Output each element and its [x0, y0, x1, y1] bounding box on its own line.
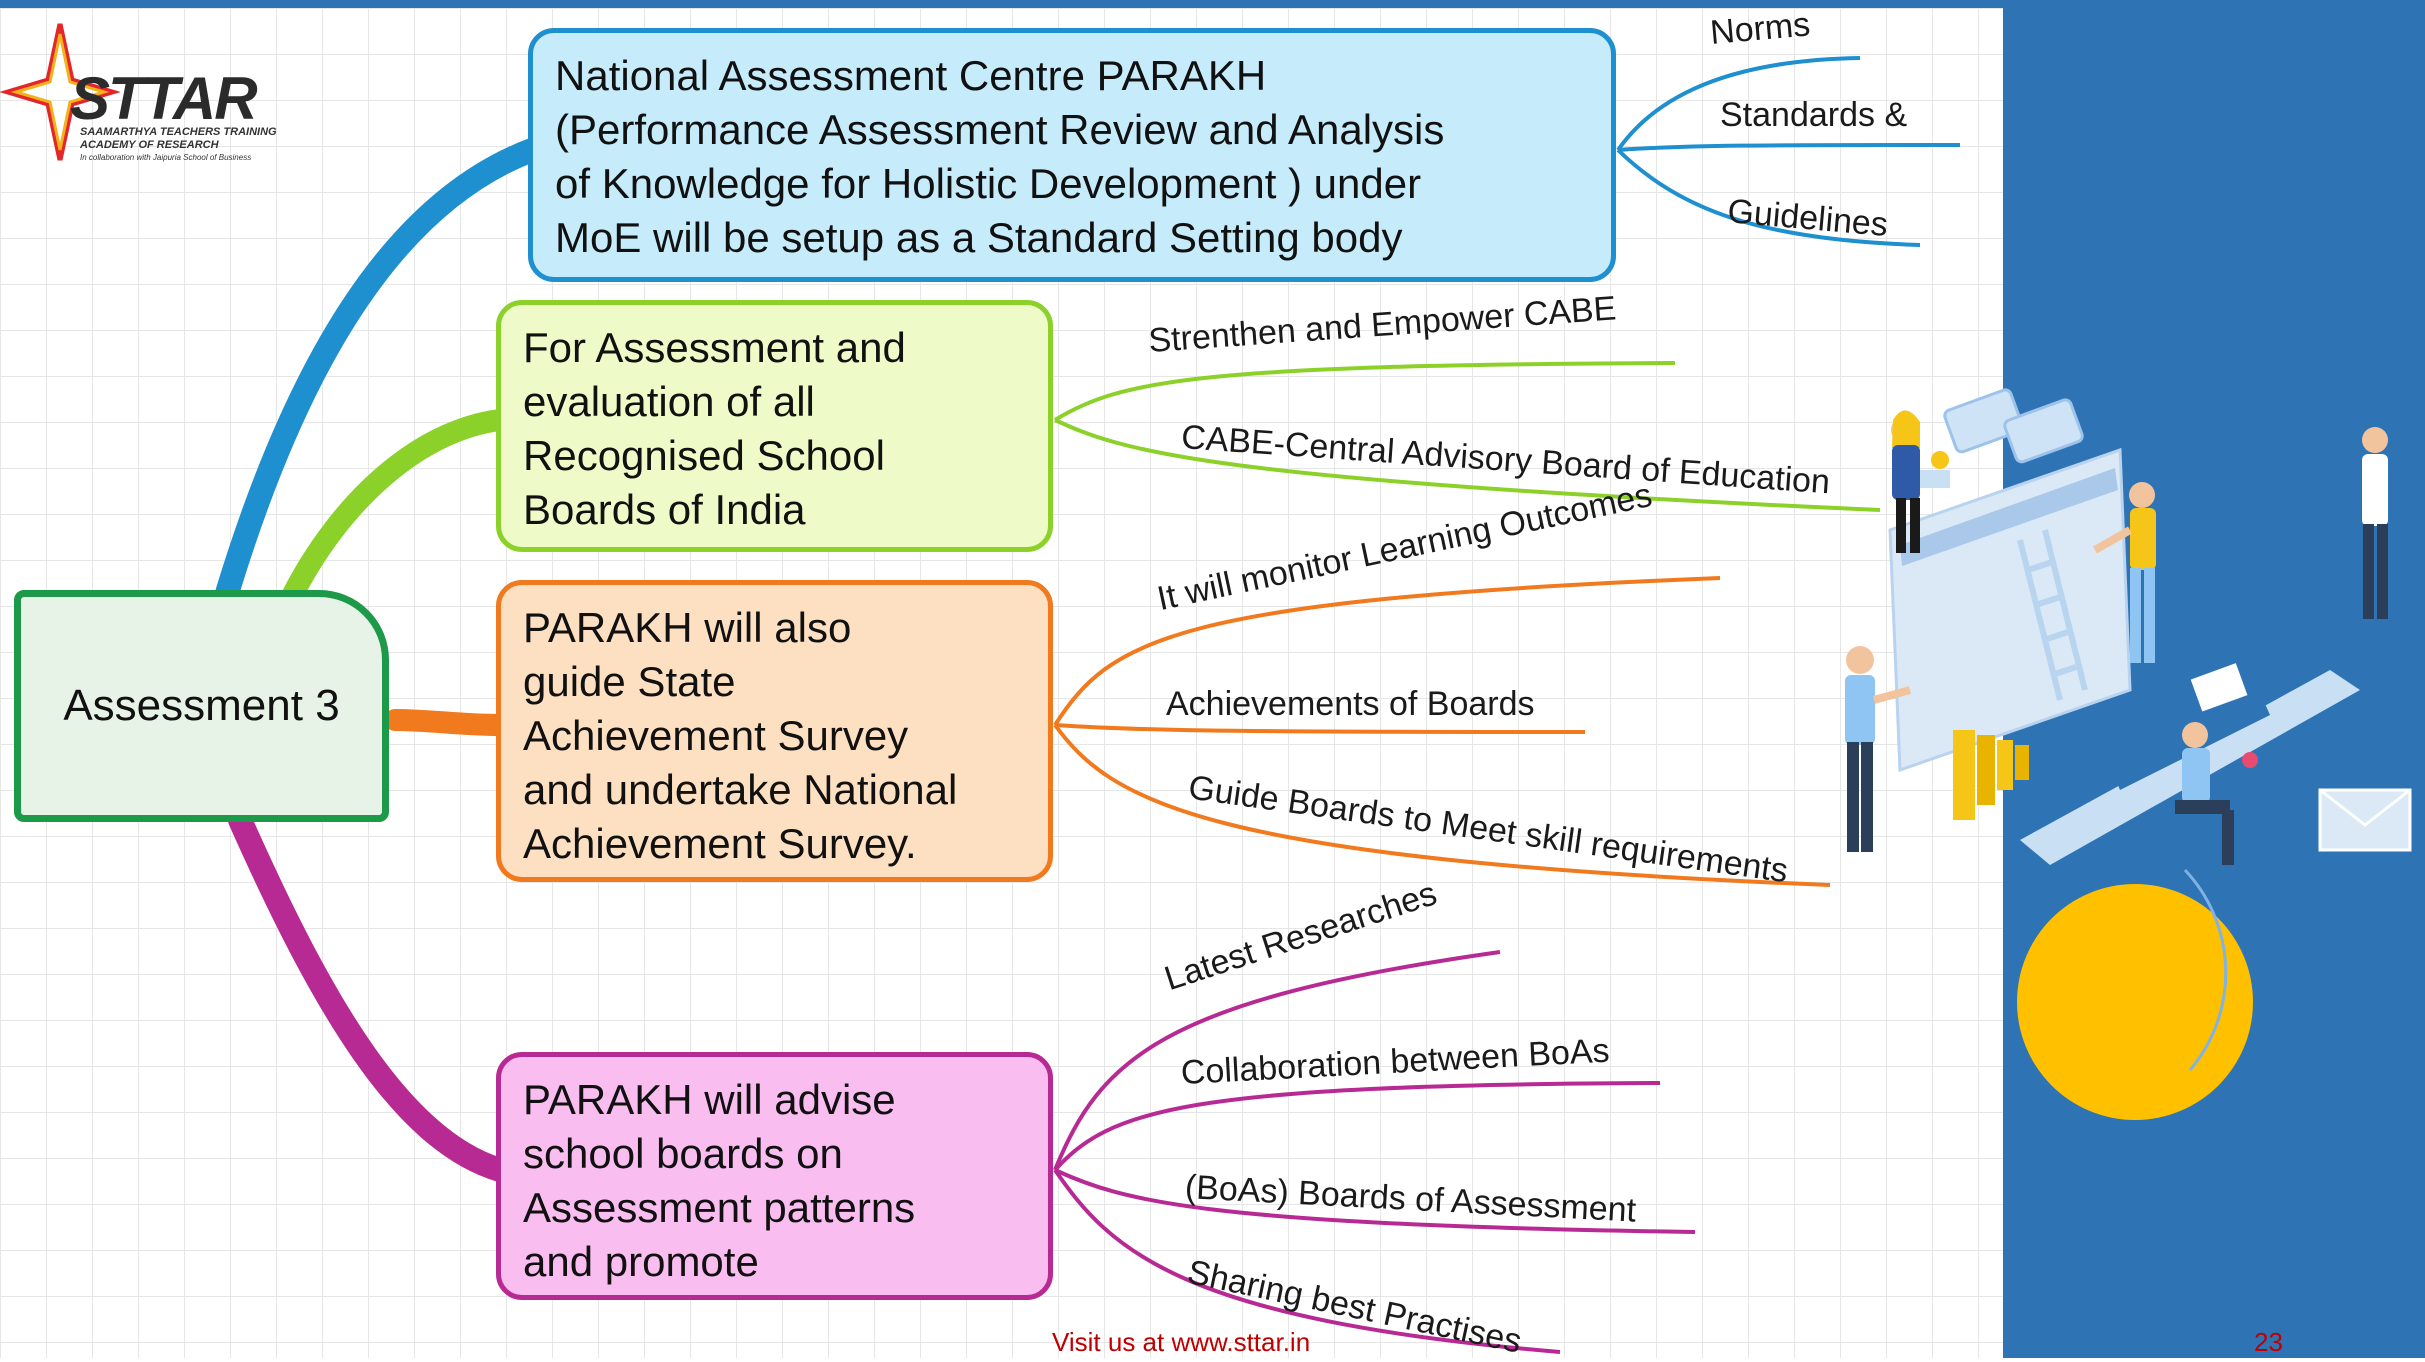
branch-node-assessment-boards: For Assessment and evaluation of all Rec… [496, 300, 1053, 552]
leaf-line-1-1 [1616, 56, 1861, 152]
star-logo-icon [0, 23, 120, 161]
leaf-achievements-boards: Achievements of Boards [1166, 685, 1535, 723]
footer-website-link[interactable]: Visit us at www.sttar.in [1052, 1327, 1311, 1357]
leaf-line-3-2 [1054, 723, 1586, 734]
logo-subtitle-1: SAAMARTHYA TEACHERS TRAINING [80, 126, 277, 138]
logo-tagline: In collaboration with Jaipuria School of… [80, 153, 252, 162]
branch-connector-4 [228, 808, 512, 1182]
leaf-standards: Standards & [1720, 96, 1908, 134]
leaf-line-4-4 [1053, 1168, 1561, 1354]
team-collaboration-illustration [1845, 388, 2412, 1120]
leaf-line-1-3 [1616, 148, 1921, 247]
branch-node-achievement-survey: PARAKH will also guide State Achievement… [496, 580, 1053, 882]
branch-connector-1 [213, 138, 544, 612]
slide-page-number: 23 [2254, 1327, 2283, 1357]
leaf-line-3-1 [1053, 576, 1721, 727]
leaf-line-4-1 [1053, 950, 1501, 1171]
logo-subtitle-2: ACADEMY OF RESEARCH [80, 139, 219, 151]
leaf-line-4-3 [1054, 1168, 1696, 1234]
branch-node-advise-boards: PARAKH will advise school boards on Asse… [496, 1052, 1053, 1300]
logo-wordmark: STTAR [70, 65, 258, 132]
sttar-logo: STTAR SAAMARTHYA TEACHERS TRAINING ACADE… [0, 14, 300, 164]
branch-connector-2 [279, 409, 511, 611]
leaf-line-2-1 [1053, 361, 1676, 422]
top-accent-bar [0, 0, 2425, 8]
leaf-line-3-3 [1053, 723, 1831, 887]
leaf-line-2-2 [1054, 418, 1881, 512]
branch-connector-3 [384, 709, 511, 736]
leaf-line-4-2 [1053, 1081, 1661, 1172]
branch-node-parakh-setup: National Assessment Centre PARAKH (Perfo… [528, 28, 1616, 282]
leaf-line-1-2 [1617, 143, 1961, 152]
mindmap-root-node: Assessment 3 [14, 590, 389, 822]
